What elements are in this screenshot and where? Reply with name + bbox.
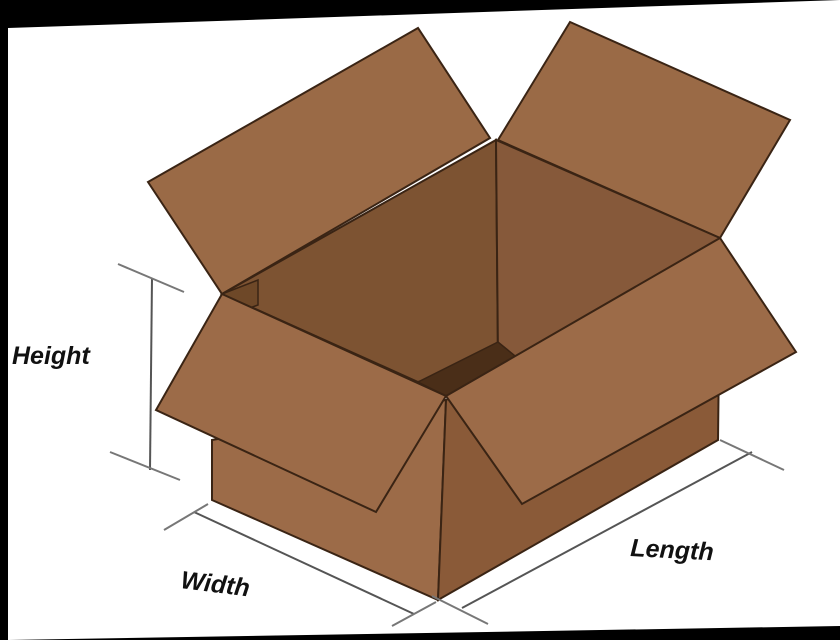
length-label: Length xyxy=(630,534,715,566)
height-label: Height xyxy=(12,342,91,370)
height-dimension-line xyxy=(149,277,153,471)
height-tick-top xyxy=(117,263,185,293)
front-left-flap xyxy=(154,292,448,514)
length-tick-left xyxy=(431,595,489,625)
width-tick-left xyxy=(163,503,209,531)
length-tick-right xyxy=(719,439,785,471)
back-left-flap xyxy=(146,26,492,296)
height-tick-bottom xyxy=(109,451,181,481)
front-right-flap xyxy=(444,236,798,506)
width-dimension-line xyxy=(193,511,415,615)
length-dimension-line xyxy=(461,451,753,609)
width-tick-right xyxy=(391,601,437,627)
